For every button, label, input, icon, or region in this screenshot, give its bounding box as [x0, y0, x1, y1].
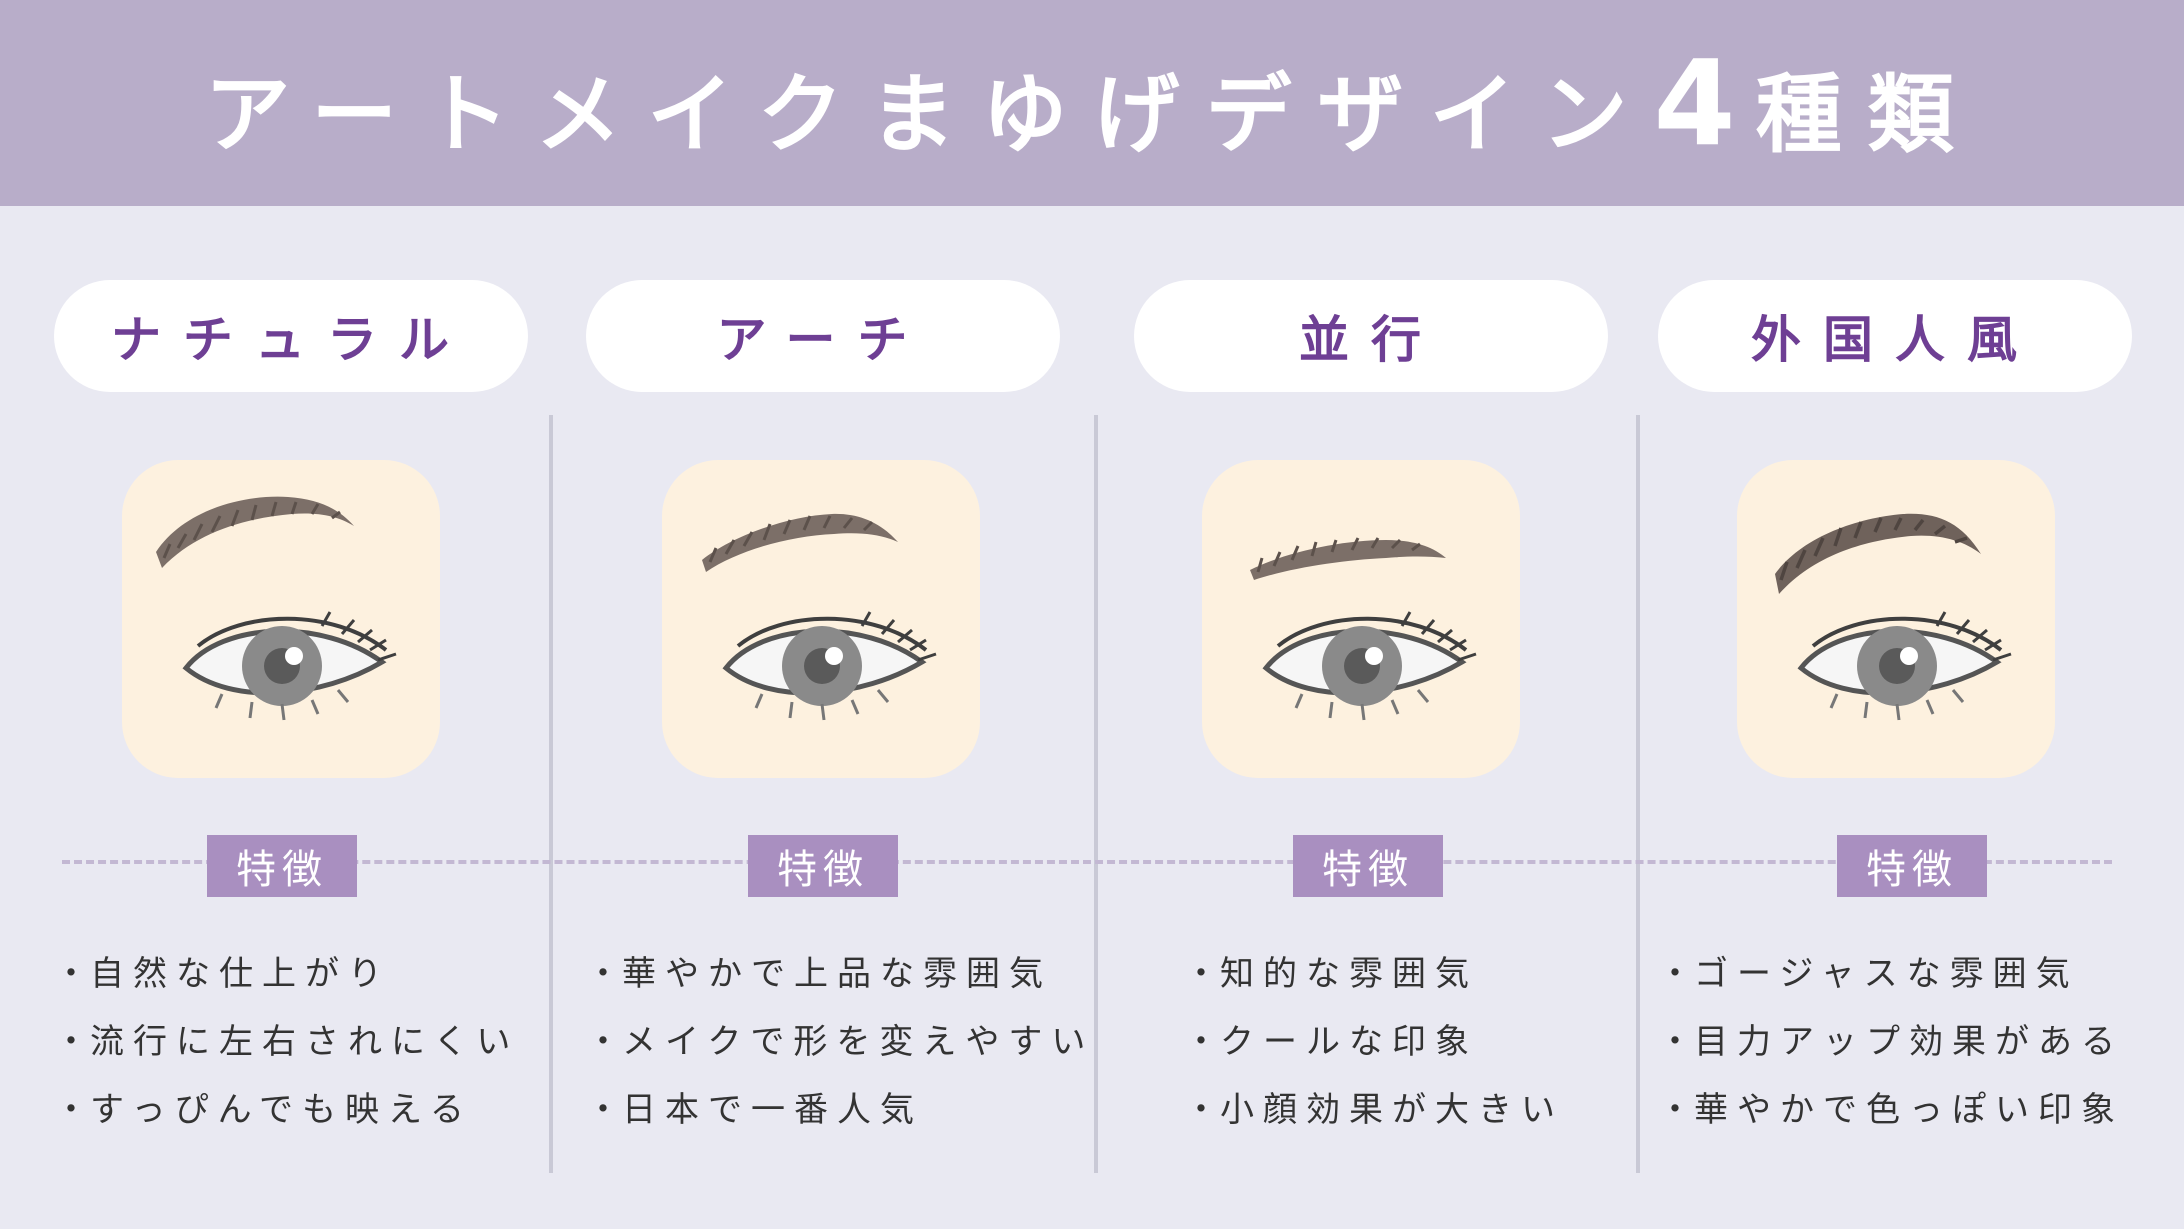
feature-list: ・華やかで上品な雰囲気 ・メイクで形を変えやすい ・日本で一番人気: [586, 940, 1094, 1144]
feature-list: ・自然な仕上がり ・流行に左右されにくい ・すっぴんでも映える: [54, 940, 519, 1144]
list-item: ・ゴージャスな雰囲気: [1658, 954, 2079, 994]
design-name-pill: 並行: [1134, 280, 1608, 392]
list-item: ・流行に左右されにくい: [54, 1022, 520, 1062]
feature-list: ・知的な雰囲気 ・クールな印象 ・小顔効果が大きい: [1184, 940, 1564, 1144]
column-divider: [549, 415, 553, 1173]
page-title: アートメイクまゆげデザイン4種類: [204, 34, 1979, 172]
foreign-eyebrow-eye-icon: [1737, 460, 2055, 778]
list-item: ・すっぴんでも映える: [54, 1090, 473, 1130]
design-column-parallel: 並行 特徴 ・知的な雰囲気 ・クールな印象 ・小顔効果が大きい: [1134, 280, 1654, 1220]
arch-eyebrow-eye-icon: [662, 460, 980, 778]
design-name-pill: ナチュラル: [54, 280, 528, 392]
column-divider: [1636, 415, 1640, 1173]
features-tag: 特徴: [748, 835, 898, 897]
list-item: ・自然な仕上がり: [54, 954, 391, 994]
feature-list: ・ゴージャスな雰囲気 ・目力アップ効果がある ・華やかで色っぽい印象: [1658, 940, 2124, 1144]
natural-eyebrow-eye-icon: [122, 460, 440, 778]
list-item: ・日本で一番人気: [586, 1090, 923, 1130]
list-item: ・メイクで形を変えやすい: [586, 1022, 1095, 1062]
features-tag: 特徴: [1293, 835, 1443, 897]
list-item: ・目力アップ効果がある: [1658, 1022, 2124, 1062]
feature-dashed-line: [62, 860, 2112, 864]
list-item: ・小顔効果が大きい: [1184, 1090, 1564, 1130]
design-column-foreign: 外国人風 特徴 ・ゴージャスな雰囲気 ・目力アップ効果がある ・華やかで色っぽい…: [1658, 280, 2178, 1220]
list-item: ・華やかで上品な雰囲気: [586, 954, 1052, 994]
features-tag: 特徴: [1837, 835, 1987, 897]
title-banner: アートメイクまゆげデザイン4種類: [0, 0, 2184, 206]
design-name-pill: アーチ: [586, 280, 1060, 392]
list-item: ・知的な雰囲気: [1184, 954, 1478, 994]
straight-eyebrow-eye-icon: [1202, 460, 1520, 778]
features-tag: 特徴: [207, 835, 357, 897]
title-suffix: 種類: [1755, 64, 1980, 165]
title-number: 4: [1653, 34, 1756, 172]
design-name-pill: 外国人風: [1658, 280, 2132, 392]
title-text: アートメイクまゆげデザイン: [204, 64, 1654, 165]
column-divider: [1094, 415, 1098, 1173]
design-column-natural: ナチュラル 特徴 ・自然な仕上がり ・流行に左右されにくい ・すっぴんでも映える: [54, 280, 574, 1220]
list-item: ・華やかで色っぽい印象: [1658, 1090, 2124, 1130]
design-column-arch: アーチ 特徴 ・華やかで上品な雰囲気 ・メイクで形を変えやすい ・日本で一番人気: [586, 280, 1106, 1220]
list-item: ・クールな印象: [1184, 1022, 1478, 1062]
